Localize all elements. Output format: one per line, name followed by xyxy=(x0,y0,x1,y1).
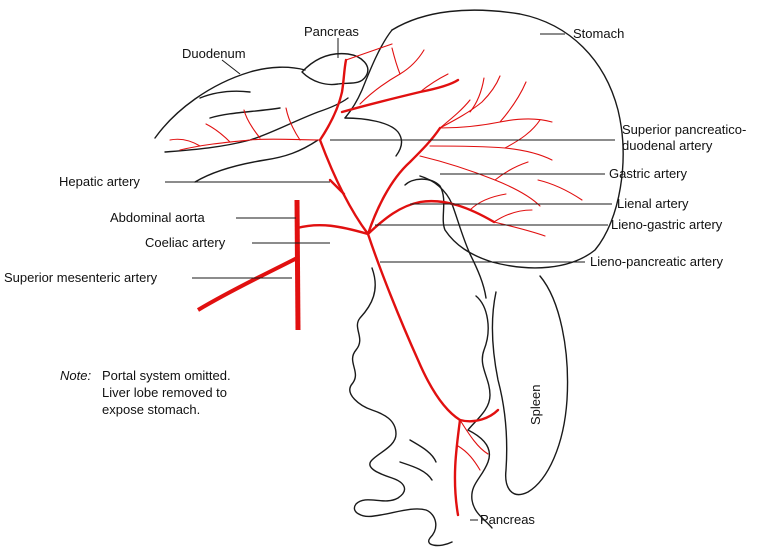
branch xyxy=(469,77,485,113)
branch xyxy=(169,138,201,147)
label-abdominal-aorta: Abdominal aorta xyxy=(110,210,205,225)
pancreas-lower-outline xyxy=(349,267,453,547)
branch xyxy=(499,81,527,123)
label-sup-pd-1: Superior pancreatico- xyxy=(622,122,746,137)
branch xyxy=(493,221,546,237)
spleen-outline xyxy=(491,275,569,496)
label-stomach: Stomach xyxy=(573,26,624,41)
label-gastric: Gastric artery xyxy=(609,166,688,181)
branch xyxy=(469,193,507,211)
abdominal-aorta xyxy=(294,199,301,331)
branch xyxy=(537,179,583,201)
lieno-pancreatic-artery xyxy=(366,232,500,423)
branch xyxy=(493,209,533,223)
pancreas-lower-inner xyxy=(399,439,437,481)
label-lienal: Lienal artery xyxy=(617,196,689,211)
superior-mesenteric-artery xyxy=(196,256,298,312)
label-hepatic: Hepatic artery xyxy=(59,174,140,189)
hepatic-artery xyxy=(318,58,370,236)
branch xyxy=(459,419,489,455)
leader-duodenum xyxy=(221,59,241,75)
inferior-pancreatic-branch xyxy=(453,418,462,517)
label-pancreas-top: Pancreas xyxy=(304,24,359,39)
lienal-artery xyxy=(366,199,496,236)
pancreas-shelf xyxy=(344,117,403,157)
branch xyxy=(205,123,231,143)
branch xyxy=(439,75,501,129)
coeliac-trunk xyxy=(295,223,370,236)
hepatic-twig xyxy=(328,178,346,196)
label-pancreas-bottom: Pancreas xyxy=(480,512,535,527)
lieno-region-edge xyxy=(419,175,487,299)
label-spleen: Spleen xyxy=(528,385,543,425)
duodenum-outline xyxy=(154,66,349,153)
branch xyxy=(429,145,553,161)
note-block: Note: Portal system omitted. Liver lobe … xyxy=(60,368,231,417)
pancreas-lower-right xyxy=(467,295,493,529)
label-sup-pd-2: duodenal artery xyxy=(622,138,713,153)
branch xyxy=(345,43,393,61)
artery-branches xyxy=(169,43,583,471)
labels: Pancreas Duodenum Stomach Superior pancr… xyxy=(4,24,746,527)
branch xyxy=(419,73,449,93)
note-line-3: expose stomach. xyxy=(102,402,200,417)
label-sup-mesenteric: Superior mesenteric artery xyxy=(4,270,158,285)
hepatic-tissue-edge xyxy=(194,139,319,183)
note-keyword: Note: xyxy=(60,368,91,383)
organ-outlines xyxy=(154,9,624,547)
label-lieno-gastric: Lieno-gastric artery xyxy=(611,217,723,232)
branch xyxy=(494,161,529,181)
pancreas-top-outline xyxy=(301,52,369,86)
label-coeliac: Coeliac artery xyxy=(145,235,226,250)
note-line-2: Liver lobe removed to xyxy=(102,385,227,400)
branch xyxy=(457,445,481,471)
stomach-outline xyxy=(391,9,624,269)
branch xyxy=(439,99,471,129)
branch xyxy=(391,47,401,75)
leader-lines xyxy=(165,33,615,521)
branch xyxy=(243,109,261,139)
gastric-artery xyxy=(366,126,442,236)
branch xyxy=(285,107,301,141)
branch xyxy=(359,49,425,105)
label-duodenum: Duodenum xyxy=(182,46,246,61)
stomach-inner-edge xyxy=(344,29,393,119)
note-line-1: Portal system omitted. xyxy=(102,368,231,383)
branch xyxy=(504,119,541,149)
branch xyxy=(419,155,541,207)
duodenum-inner xyxy=(199,90,281,119)
label-lieno-pancreatic: Lieno-pancreatic artery xyxy=(590,254,723,269)
